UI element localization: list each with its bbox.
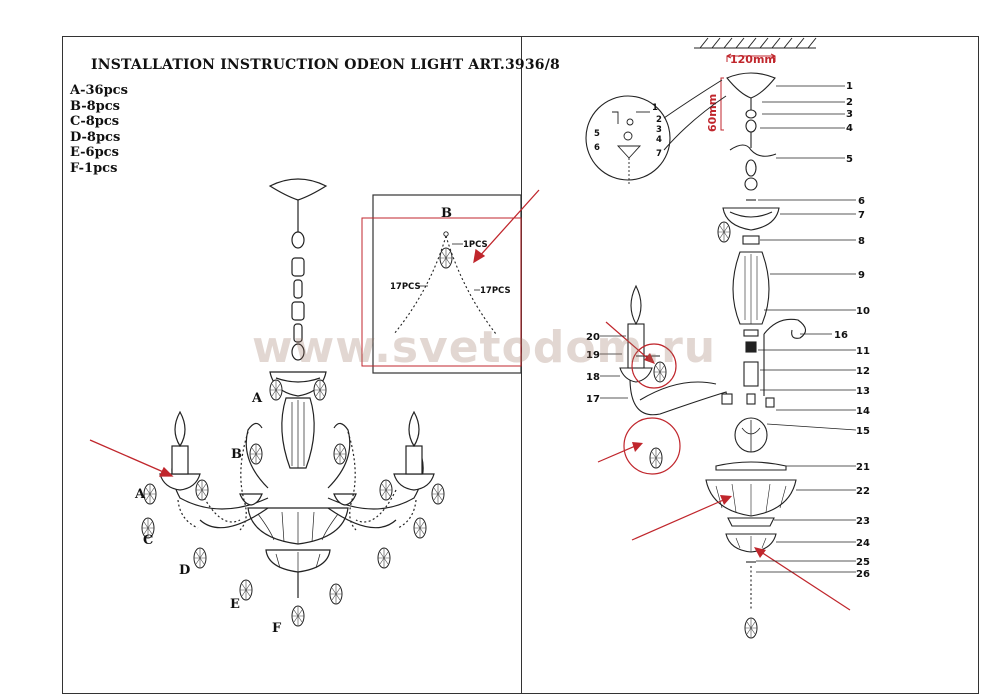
- part-num-5: 5: [846, 154, 853, 165]
- part-num-10: 10: [856, 306, 870, 317]
- detail-count-left: 17PCS: [390, 282, 421, 292]
- inset-num-6: 6: [594, 143, 600, 153]
- exploded-parts: [619, 72, 807, 610]
- parts-item-e: E-6pcs: [70, 145, 119, 160]
- parts-item-c: C-8pcs: [70, 114, 120, 129]
- part-num-25: 25: [856, 557, 870, 568]
- part-num-17: 17: [586, 394, 600, 405]
- inset-detail: [585, 79, 727, 184]
- inset-num-2: 2: [656, 115, 662, 125]
- part-num-12: 12: [856, 366, 870, 377]
- parts-item-b: B-8pcs: [70, 98, 120, 114]
- parts-item-a: A-36pcs: [70, 83, 128, 98]
- part-num-19: 19: [586, 350, 600, 361]
- part-num-18: 18: [586, 372, 600, 383]
- red-arrow-detail: [473, 189, 540, 264]
- dimension-height: 60mm: [706, 94, 719, 132]
- part-num-7: 7: [858, 210, 865, 221]
- part-num-6: 6: [858, 196, 865, 207]
- part-num-15: 15: [856, 426, 870, 437]
- part-num-14: 14: [856, 406, 870, 417]
- part-num-23: 23: [856, 516, 870, 527]
- red-arrow-left: [89, 439, 174, 477]
- label-e: E: [230, 597, 240, 612]
- detail-count-right: 17PCS: [480, 286, 511, 296]
- inset-num-3: 3: [656, 125, 662, 135]
- detail-count-top: 1PCS: [463, 240, 488, 250]
- part-num-22: 22: [856, 486, 870, 497]
- detail-highlight-b: [361, 217, 522, 367]
- detail-bead-chain: [393, 235, 497, 335]
- part-num-11: 11: [856, 346, 870, 357]
- parts-item-f: F-1pcs: [70, 160, 118, 176]
- label-f: F: [272, 621, 282, 636]
- inset-num-1: 1: [652, 103, 658, 113]
- inset-num-7: 7: [656, 149, 662, 159]
- part-num-26: 26: [856, 569, 870, 580]
- detail-label-b: B: [441, 206, 452, 221]
- chandelier-assembled: [159, 178, 435, 598]
- page-title: INSTALLATION INSTRUCTION ODEON LIGHT ART…: [91, 57, 560, 73]
- inset-num-4: 4: [656, 135, 662, 145]
- part-num-3: 3: [846, 109, 853, 120]
- red-arrowheads-right: [632, 353, 766, 558]
- part-num-13: 13: [856, 386, 870, 397]
- part-num-2: 2: [846, 97, 853, 108]
- part-num-16: 16: [834, 330, 848, 341]
- parts-item-d: D-8pcs: [70, 129, 121, 145]
- part-num-24: 24: [856, 538, 870, 549]
- part-num-21: 21: [856, 462, 870, 473]
- part-num-20: 20: [586, 332, 600, 343]
- sheet-frame: [62, 36, 979, 694]
- label-b: B: [231, 447, 242, 462]
- label-a-left: A: [134, 487, 146, 502]
- inset-num-5: 5: [594, 129, 600, 139]
- part-num-8: 8: [858, 236, 865, 247]
- part-num-4: 4: [846, 123, 853, 134]
- parts-list: A-36pcs B-8pcs C-8pcs D-8pcs E-6pcs F-1p…: [70, 83, 128, 176]
- leader-lines: [600, 85, 857, 573]
- part-num-9: 9: [858, 270, 865, 281]
- label-a-top: A: [251, 391, 263, 406]
- dimension-lines: [720, 53, 776, 131]
- label-d: D: [179, 563, 190, 578]
- ceiling-hatch: [694, 37, 817, 49]
- dimension-width: 120mm: [730, 53, 776, 66]
- watermark: www.svetodom.ru: [252, 322, 717, 373]
- red-markers-right: [597, 321, 851, 611]
- label-c: C: [143, 533, 153, 548]
- part-num-1: 1: [846, 81, 853, 92]
